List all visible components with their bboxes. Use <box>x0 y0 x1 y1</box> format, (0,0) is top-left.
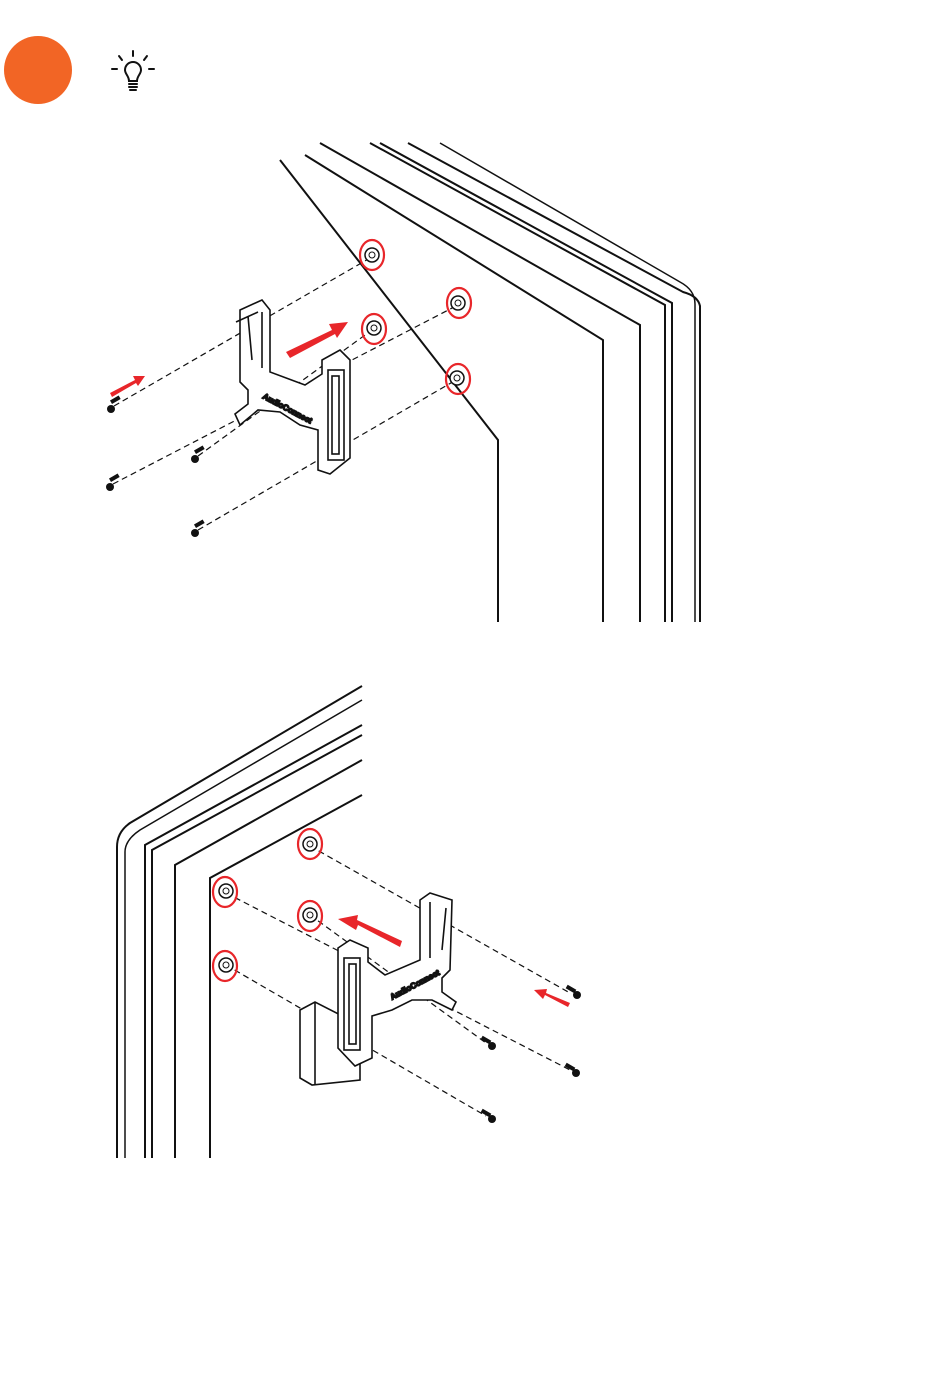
standoff-4 <box>450 371 464 385</box>
screw-b2 <box>565 1063 580 1077</box>
screw-3 <box>191 446 205 463</box>
display-frame-left <box>117 686 362 1158</box>
screw-b3 <box>481 1036 496 1050</box>
standoff-1 <box>365 248 379 262</box>
screw-1 <box>107 396 121 413</box>
step-indicator-dot <box>4 36 72 104</box>
standoff-3 <box>367 321 381 335</box>
screw-b4 <box>481 1109 496 1123</box>
standoff-b3 <box>303 908 317 922</box>
mounting-diagram-bottom: AudioConnect <box>0 680 950 1170</box>
screws-top <box>106 396 205 537</box>
lightbulb-icon <box>108 48 158 96</box>
standoff-b4 <box>219 958 233 972</box>
screw-b1 <box>566 985 581 999</box>
arrow-small <box>110 376 145 397</box>
screw-4 <box>191 520 205 537</box>
arrow-small-bottom <box>534 989 570 1007</box>
standoff-2 <box>451 296 465 310</box>
mounting-diagram-top: AudioConnect <box>0 130 950 630</box>
standoff-b2 <box>219 884 233 898</box>
standoff-b1 <box>303 837 317 851</box>
